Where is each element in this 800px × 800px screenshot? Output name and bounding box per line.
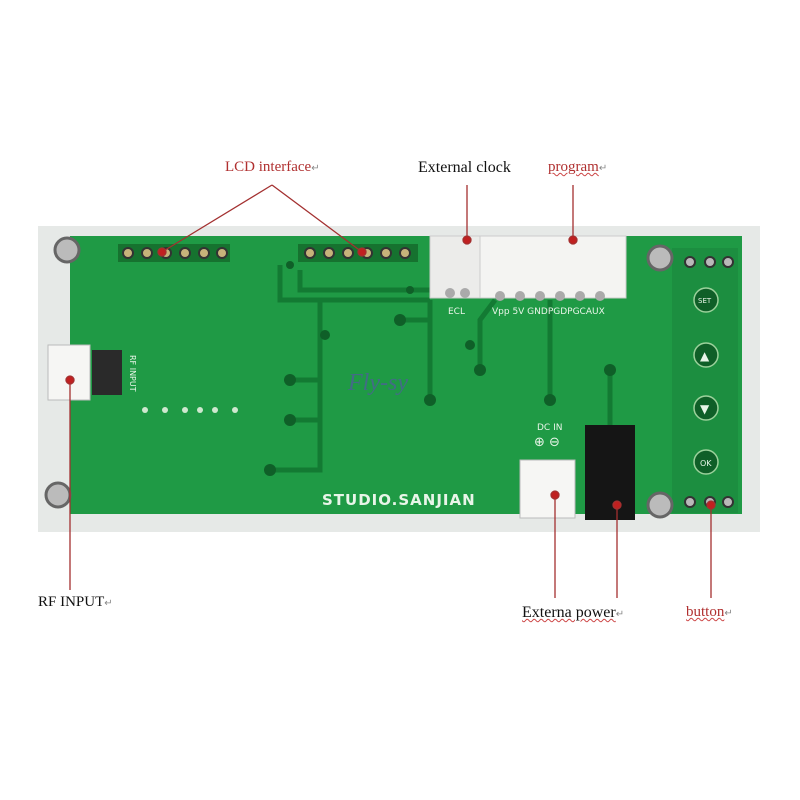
program-label: program↵ — [548, 159, 608, 175]
silk-program-pins: Vpp 5V GNDPGDPGCAUX — [492, 307, 605, 317]
power-connector — [519, 459, 576, 519]
silk-dc-in: DC IN — [537, 423, 562, 433]
silk-ecl: ECL — [448, 307, 465, 317]
small-pads — [142, 407, 238, 413]
plus-minus-symbols: ⊕ ⊖ — [534, 435, 560, 450]
set-button-label: SET — [698, 297, 712, 305]
traces — [270, 265, 613, 473]
annotation-pointers — [65, 184, 716, 598]
down-arrow-icon: ▼ — [700, 402, 710, 416]
vias — [264, 261, 616, 476]
rf-pins — [92, 350, 122, 395]
up-arrow-icon: ▲ — [700, 349, 710, 363]
dc-jack — [585, 425, 635, 520]
silk-rf-input: RF INPUT — [128, 355, 137, 392]
rf-input-connector — [47, 344, 91, 401]
lcd-header-left — [118, 244, 230, 262]
external-clock-label: External clock — [418, 159, 511, 176]
silk-brand: STUDIO.SANJIAN — [322, 491, 476, 509]
fly-sy-logo: Fly-sy — [347, 370, 408, 396]
mounting-standoffs — [44, 236, 674, 519]
button-label: button↵ — [686, 604, 733, 620]
connector-pins — [445, 288, 605, 301]
lcd-interface-label: LCD interface↵ — [225, 159, 320, 175]
buttons — [693, 287, 719, 475]
ok-button-label: OK — [700, 459, 712, 468]
rf-input-label: RF INPUT↵ — [38, 594, 113, 610]
external-power-label: Externa power↵ — [522, 604, 625, 621]
